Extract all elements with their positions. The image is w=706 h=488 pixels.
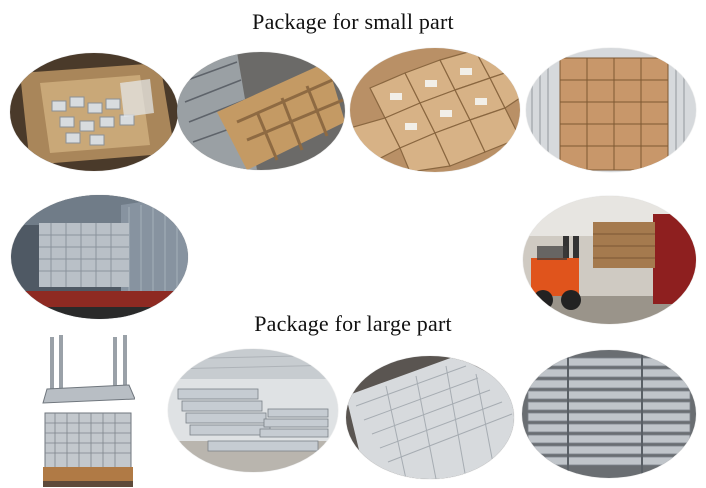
heading-large-part: Package for large part [254, 311, 452, 336]
photo-ground-screw-bundle [522, 350, 696, 478]
photo-welded-mesh-stack [346, 356, 514, 479]
heading-small-part: Package for small part [252, 9, 454, 34]
photo-steel-pallet-rack [41, 333, 135, 487]
photo-forklift-loading-truck [523, 196, 696, 324]
photo-box-of-metal-clips [10, 53, 178, 171]
photo-warehouse-steel-posts [168, 349, 338, 472]
photo-stacked-cartons [350, 48, 520, 172]
photo-carton-compartments [177, 52, 345, 170]
photo-truck-loaded-mesh-panels [11, 195, 188, 319]
photo-container-loaded-cartons [526, 48, 696, 172]
